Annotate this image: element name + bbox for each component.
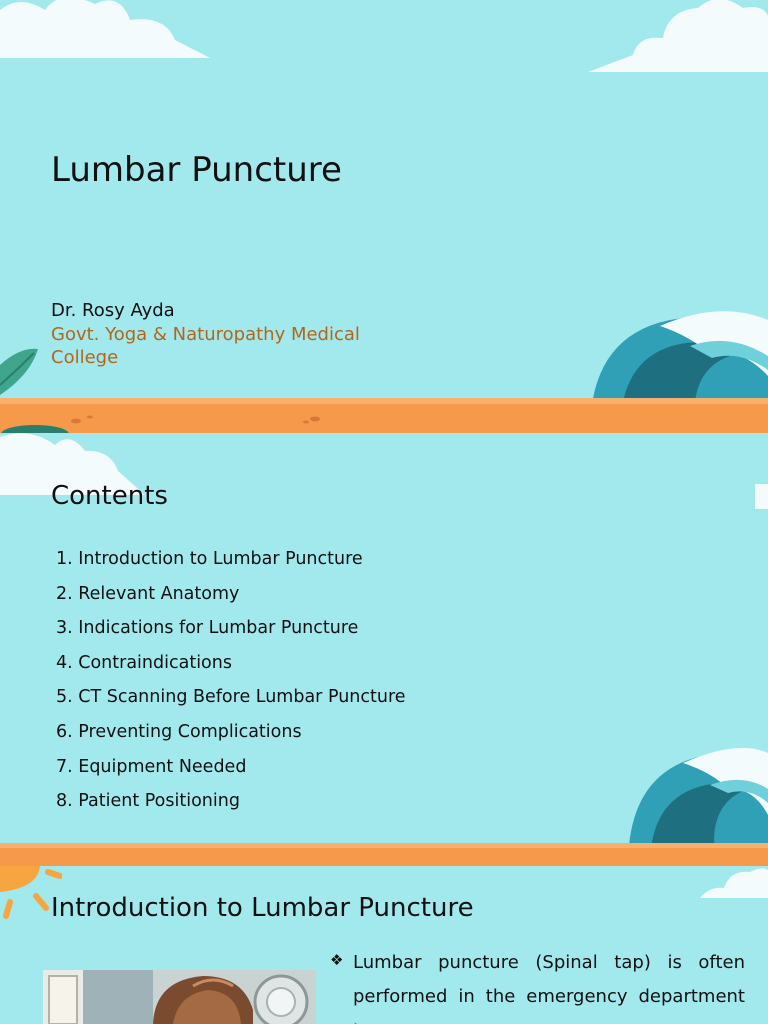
list-item: 8. Patient Positioning	[56, 791, 240, 812]
diamond-bullet-icon: ❖	[330, 951, 344, 969]
sand-strip-light	[0, 843, 768, 848]
list-item: 3. Indications for Lumbar Puncture	[56, 618, 359, 639]
doctor-illustration	[43, 970, 316, 1024]
cloud-left	[0, 433, 145, 495]
title-slide: Lumbar Puncture Dr. Rosy Ayda Govt. Yoga…	[0, 0, 768, 433]
list-item: 2. Relevant Anatomy	[56, 583, 240, 604]
college-name: Govt. Yoga & Naturopathy Medical College	[51, 324, 360, 368]
sand-strip	[0, 404, 768, 433]
list-item: 1. Introduction to Lumbar Puncture	[56, 549, 363, 569]
intro-title: Introduction to Lumbar Puncture	[51, 893, 474, 923]
sand-pebbles	[71, 415, 320, 424]
contents-slide: Contents 1. Introduction to Lumbar Punct…	[0, 433, 768, 866]
bush-icon	[1, 425, 69, 433]
leaf-icon	[0, 348, 38, 395]
cloud-edge-right	[755, 484, 768, 509]
sand-strip	[0, 848, 768, 866]
list-item: 4. Contraindications	[56, 652, 232, 673]
introduction-slide: Introduction to Lumbar Puncture ❖ Lumbar…	[0, 866, 768, 1024]
cloud-right	[700, 868, 768, 898]
list-item: 7. Equipment Needed	[56, 756, 247, 777]
contents-title: Contents	[51, 481, 168, 511]
sand-strip-light	[0, 398, 768, 404]
contents-list: 1. Introduction to Lumbar Puncture 2. Re…	[56, 545, 406, 822]
cloud-top-left	[0, 0, 210, 58]
list-item: 6. Preventing Complications	[56, 721, 302, 742]
slide-title: Lumbar Puncture	[51, 150, 342, 190]
bullet-text: Lumbar puncture (Spinal tap) is often pe…	[353, 952, 745, 1024]
list-item: 5. CT Scanning Before Lumbar Puncture	[56, 687, 406, 708]
sun-icon	[0, 866, 62, 919]
cloud-top-right	[588, 0, 768, 72]
author-name: Dr. Rosy Ayda	[51, 300, 175, 321]
